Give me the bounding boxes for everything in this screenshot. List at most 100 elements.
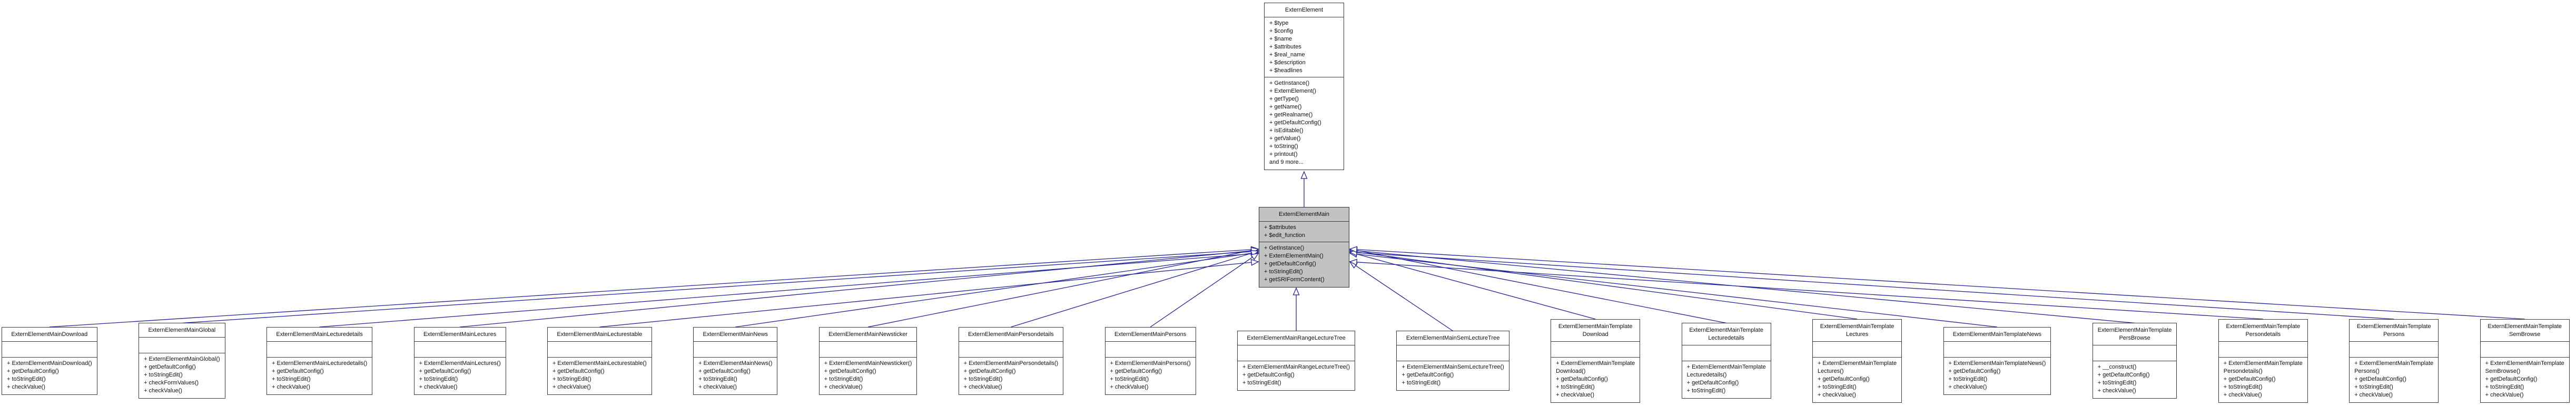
class-method: + checkFormValues() [144, 380, 199, 386]
inheritance-edge [1355, 265, 1454, 332]
class-node-ExternElementMainPersons[interactable]: ExternElementMainPersons + ExternElement… [1104, 326, 1196, 395]
class-node-ExternElementMainLectures[interactable]: ExternElementMainLectures + ExternElemen… [413, 326, 506, 395]
class-title: ExternElementMainDownload [2, 328, 97, 342]
class-method: + getDefaultConfig() [552, 368, 605, 374]
class-method: + toStringEdit() [1264, 269, 1303, 275]
class-method: + getDefaultConfig() [1264, 261, 1316, 267]
class-title: ExternElementMainTemplate Download [1551, 320, 1640, 342]
class-method: + ExternElementMainGlobal() [144, 356, 220, 362]
class-node-ExternElementMainTemplateLecturedetails[interactable]: ExternElementMainTemplate Lecturedetails… [1681, 323, 1771, 399]
class-method: + ExternElementMainSemLectureTree() [1401, 364, 1504, 370]
class-method: + getDefaultConfig() [698, 368, 751, 374]
class-method: + getDefaultConfig() [419, 368, 471, 374]
class-node-ExternElementMainTemplatePersBrowse[interactable]: ExternElementMainTemplate PersBrowse + _… [2092, 323, 2177, 399]
class-node-ExternElementMainTemplatePersons[interactable]: ExternElementMainTemplate Persons + Exte… [2349, 319, 2439, 403]
class-attribute: + $type [1269, 20, 1289, 26]
class-method: + checkValue() [2097, 388, 2136, 394]
class-method: + toStringEdit() [272, 375, 311, 382]
class-methods-section: + ExternElementMainLectures()+ getDefaul… [414, 358, 506, 394]
class-methods-section: + ExternElementMainTemplate Lecturedetai… [1682, 361, 1771, 398]
class-node-ExternElementMainTemplatePersondetails[interactable]: ExternElementMainTemplate Persondetails … [2218, 319, 2308, 403]
inheritance-edge [1356, 249, 2525, 320]
inheritance-edge [1150, 256, 1253, 328]
class-method: + ExternElementMainTemplate Download() [1556, 360, 1635, 374]
class-title: ExternElementMainTemplate Persondetails [2218, 320, 2307, 342]
class-method: + ExternElementMainTemplate Lecturedetai… [1686, 364, 1766, 378]
class-method: + getDefaultConfig() [7, 368, 59, 374]
class-method: + ExternElementMainDownload() [7, 360, 92, 367]
class-attributes-section [1813, 342, 1902, 358]
class-methods-section: + ExternElementMainSemLectureTree()+ get… [1397, 361, 1508, 390]
class-node-ExternElementMainGlobal[interactable]: ExternElementMainGlobal + ExternElementM… [139, 323, 225, 399]
class-method: + toStringEdit() [1818, 383, 1857, 390]
class-method: + printout() [1269, 151, 1298, 157]
class-method: + checkValue() [698, 383, 737, 390]
class-methods-section: + ExternElementMainGlobal()+ getDefaultC… [139, 353, 225, 398]
class-method: + ExternElementMainLectures() [419, 360, 501, 367]
class-method: + ExternElementMainNews() [698, 360, 773, 367]
inheritance-arrowhead [1349, 246, 1358, 253]
class-title: ExternElementMainTemplate Persons [2350, 320, 2439, 342]
class-method: + checkValue() [1818, 391, 1856, 398]
class-title: ExternElementMainTemplate SemBrowse [2480, 320, 2569, 342]
class-attributes-section [2, 342, 97, 358]
class-node-ExternElementMainLecturedetails[interactable]: ExternElementMainLecturedetails + Extern… [267, 326, 373, 395]
class-method: + getDefaultConfig() [1818, 375, 1870, 382]
class-method: + getDefaultConfig() [272, 368, 324, 374]
class-methods-section: + ExternElementMainLecturedetails()+ get… [267, 358, 372, 394]
class-title: ExternElementMainTemplate Lecturedetails [1682, 323, 1771, 345]
class-method: + checkValue() [963, 383, 1002, 390]
inheritance-edge [1356, 262, 2263, 320]
class-method: + getDefaultConfig() [824, 368, 876, 374]
class-node-ExternElementMain[interactable]: ExternElementMain + $attributes+ $edit_f… [1259, 207, 1349, 288]
class-title: ExternElementMainLectures [414, 328, 506, 342]
class-method: + checkValue() [1948, 383, 1987, 390]
class-method: + getSRIFormContent() [1264, 276, 1325, 283]
class-method: + checkValue() [2223, 391, 2262, 398]
inheritance-edge [1356, 253, 1998, 328]
class-method: + checkValue() [144, 388, 182, 394]
class-attributes-section [2093, 345, 2177, 361]
class-attributes-section [1105, 342, 1196, 358]
inheritance-arrowhead [1349, 259, 1358, 266]
class-node-ExternElementMainNewsticker[interactable]: ExternElementMainNewsticker + ExternElem… [818, 326, 917, 395]
inheritance-arrowhead [1300, 171, 1308, 179]
inheritance-edge [1011, 253, 1252, 328]
class-node-ExternElementMainRangeLectureTree[interactable]: ExternElementMainRangeLectureTree + Exte… [1237, 331, 1356, 391]
class-method: + getDefaultConfig() [2223, 375, 2276, 382]
class-attribute: + $config [1269, 28, 1293, 34]
class-node-ExternElementMainDownload[interactable]: ExternElementMainDownload + ExternElemen… [2, 326, 97, 395]
class-node-ExternElementMainSemLectureTree[interactable]: ExternElementMainSemLectureTree + Extern… [1396, 331, 1509, 391]
class-method: + ExternElementMainTemplateNews() [1948, 360, 2046, 367]
class-node-ExternElementMainNews[interactable]: ExternElementMainNews + ExternElementMai… [693, 326, 778, 395]
class-node-ExternElementMainTemplateSemBrowse[interactable]: ExternElementMainTemplate SemBrowse + Ex… [2480, 319, 2570, 403]
class-title: ExternElementMainTemplateNews [1943, 328, 2051, 342]
class-attributes-section [694, 342, 777, 358]
class-node-ExternElement[interactable]: ExternElement + $type+ $config+ $name+ $… [1264, 3, 1344, 170]
inheritance-edge [1356, 252, 1858, 320]
class-method: + getDefaultConfig() [1948, 368, 2001, 374]
class-methods-section: + ExternElementMainTemplateNews()+ getDe… [1944, 358, 2051, 394]
class-node-ExternElementMainTemplateLectures[interactable]: ExternElementMainTemplate Lectures + Ext… [1812, 319, 1902, 403]
class-method: + ExternElementMainLecturestable() [552, 360, 647, 367]
class-title: ExternElementMain [1259, 207, 1349, 222]
class-method: + checkValue() [552, 383, 591, 390]
class-method: + getDefaultConfig() [963, 368, 1016, 374]
class-methods-section: + GetInstance()+ ExternElementMain()+ ge… [1259, 242, 1349, 287]
class-node-ExternElementMainPersondetails[interactable]: ExternElementMainPersondetails + ExternE… [958, 326, 1064, 395]
class-method: + toStringEdit() [1242, 380, 1281, 386]
class-attributes-section [267, 342, 372, 358]
class-node-ExternElementMainTemplateNews[interactable]: ExternElementMainTemplateNews + ExternEl… [1943, 326, 2051, 395]
class-methods-section: + ExternElementMainTemplate Download()+ … [1551, 358, 1640, 402]
class-method: + getDefaultConfig() [1269, 120, 1321, 126]
class-attributes-section [2480, 342, 2569, 358]
class-methods-section: + ExternElementMainTemplate Persondetail… [2219, 358, 2307, 402]
class-method: + toStringEdit() [2354, 383, 2393, 390]
class-node-ExternElementMainTemplateDownload[interactable]: ExternElementMainTemplate Download + Ext… [1551, 319, 1641, 403]
class-method: + toStringEdit() [698, 375, 737, 382]
class-node-ExternElementMainLecturestable[interactable]: ExternElementMainLecturestable + ExternE… [547, 326, 652, 395]
class-method: + checkValue() [2485, 391, 2524, 398]
class-methods-section: + ExternElementMainPersondetails()+ getD… [959, 358, 1063, 394]
class-methods-section: + ExternElementMainDownload()+ getDefaul… [2, 358, 97, 394]
class-methods-section: + __construct()+ getDefaultConfig()+ toS… [2093, 361, 2177, 398]
